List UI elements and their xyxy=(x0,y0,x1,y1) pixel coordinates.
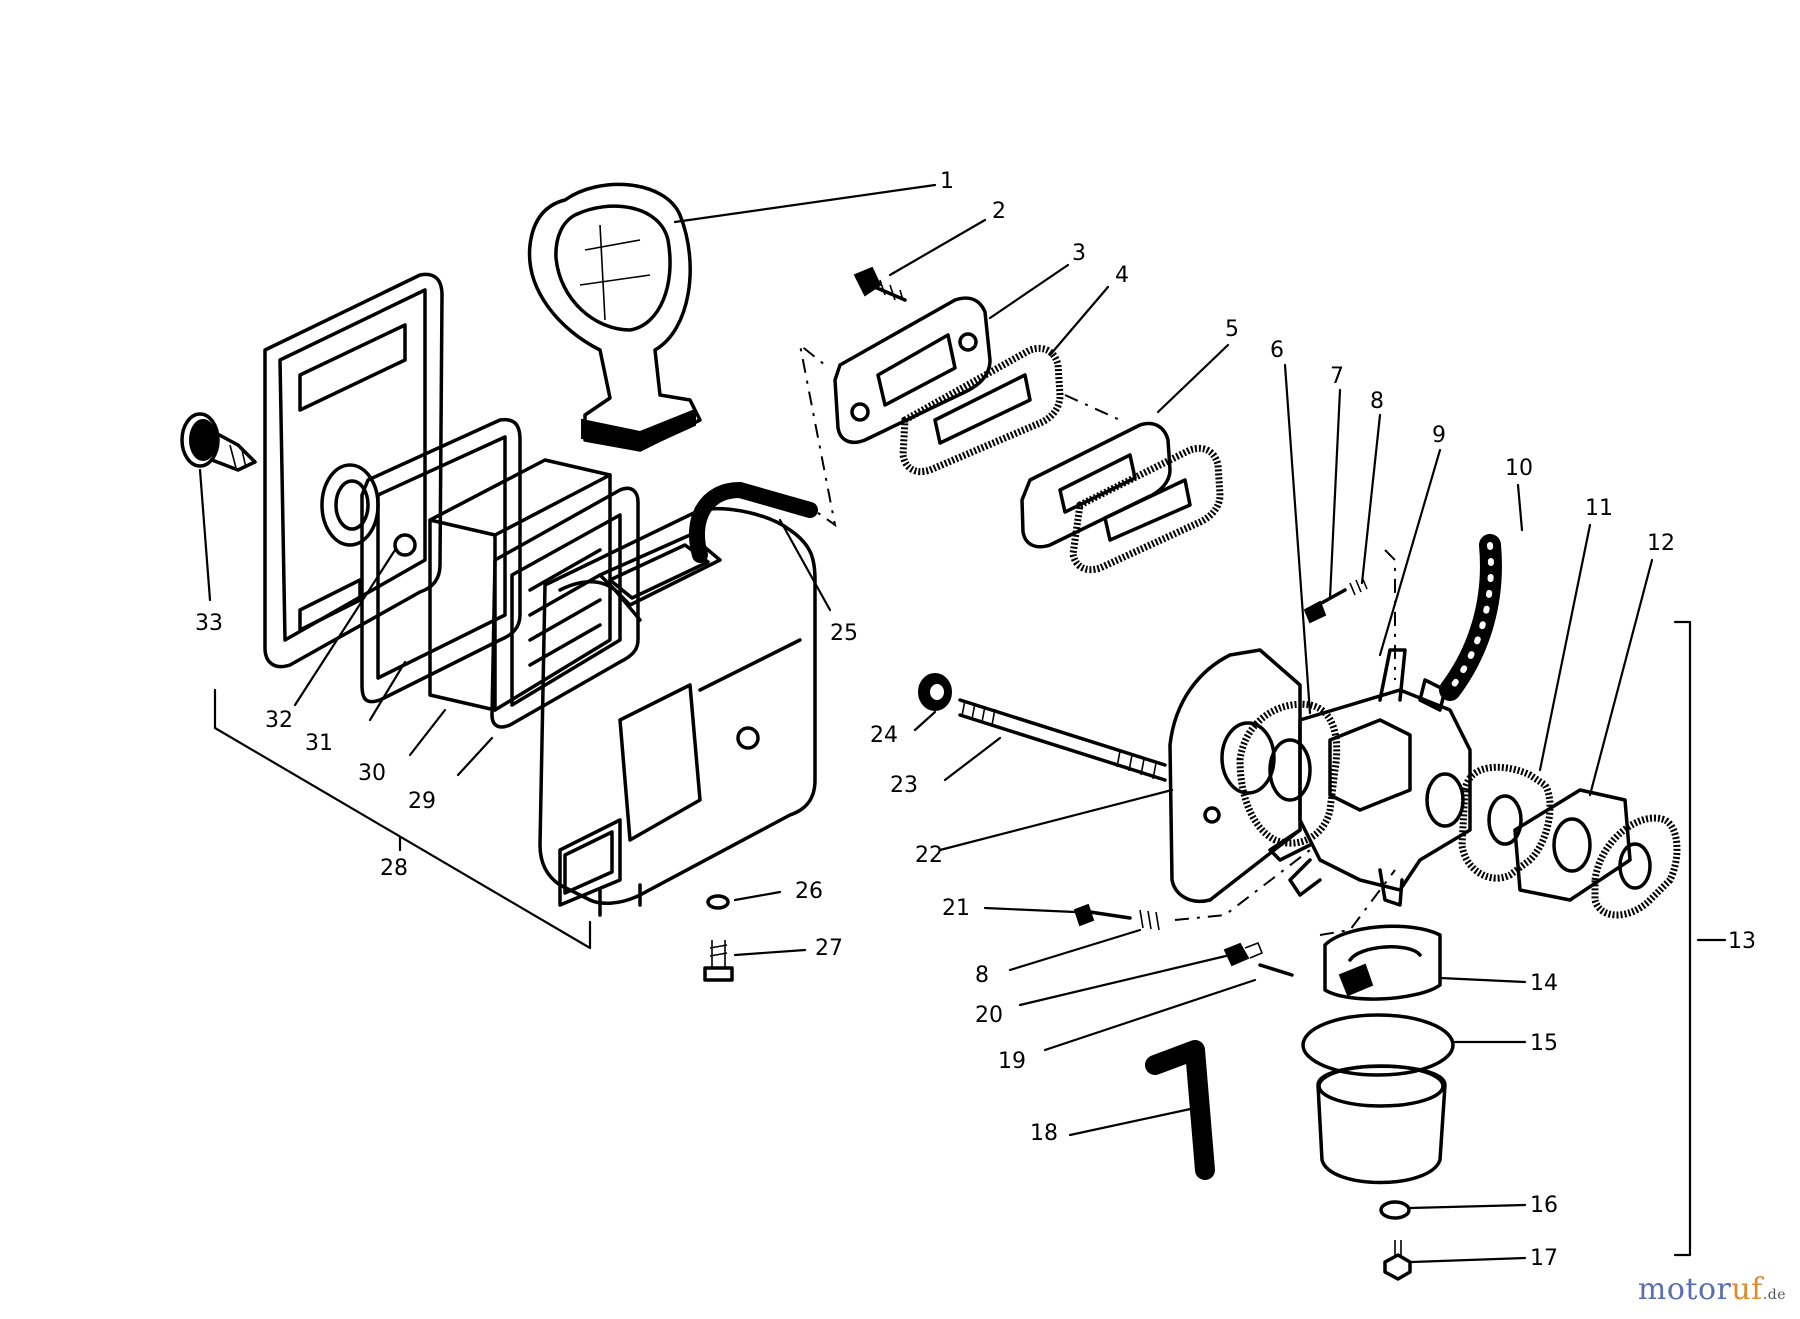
watermark-brand-b: uf xyxy=(1731,1272,1763,1307)
watermark-brand-a: motor xyxy=(1637,1272,1732,1307)
label-part-15: 15 xyxy=(1530,1031,1558,1056)
idle-screw-part xyxy=(1303,576,1368,624)
label-part-1: 1 xyxy=(940,169,954,194)
label-part-33: 33 xyxy=(195,611,223,636)
alignment-line xyxy=(1064,394,1121,421)
label-part-27: 27 xyxy=(815,936,843,961)
washer-part xyxy=(1379,1200,1411,1220)
manifold-gasket-part xyxy=(1020,421,1224,574)
label-part-32: 32 xyxy=(265,708,293,733)
label-part-14: 14 xyxy=(1530,971,1558,996)
stud-part xyxy=(958,698,1167,782)
mounting-screw-part xyxy=(703,940,734,982)
intake-gasket-part xyxy=(899,344,1064,476)
carburetor-body-part xyxy=(1268,648,1472,907)
nut-part xyxy=(918,673,952,711)
label-part-6: 6 xyxy=(1270,338,1284,363)
label-part-13: 13 xyxy=(1728,929,1756,954)
label-part-5: 5 xyxy=(1225,317,1239,342)
label-part-9: 9 xyxy=(1432,423,1446,448)
label-part-3: 3 xyxy=(1072,241,1086,266)
mixture-screw-part xyxy=(1073,849,1311,931)
jet-part xyxy=(1223,941,1264,967)
label-part-30: 30 xyxy=(358,761,386,786)
label-part-8-lower: 8 xyxy=(975,963,989,988)
label-part-4: 4 xyxy=(1115,263,1129,288)
intake-horn-part xyxy=(527,182,702,452)
label-part-20: 20 xyxy=(975,1003,1003,1028)
float-bowl-part xyxy=(1316,1064,1447,1185)
alignment-line xyxy=(1384,549,1396,680)
drain-hose-part xyxy=(1145,1040,1215,1180)
label-part-25: 25 xyxy=(830,621,858,646)
label-part-8: 8 xyxy=(1370,389,1384,414)
air-filter-back-plate-part xyxy=(263,272,444,669)
bolt-part xyxy=(853,266,907,302)
label-part-7: 7 xyxy=(1330,364,1344,389)
bowl-gasket-part xyxy=(1301,1013,1455,1077)
air-box-housing-part xyxy=(538,506,817,917)
part-number-labels: 1 2 3 4 5 6 7 8 9 10 11 12 13 14 15 16 1… xyxy=(195,169,1756,1271)
label-part-2: 2 xyxy=(992,199,1006,224)
label-part-22: 22 xyxy=(915,843,943,868)
label-part-11: 11 xyxy=(1585,496,1613,521)
filter-screen-part xyxy=(490,486,640,729)
bowl-nut-part xyxy=(1383,1240,1412,1281)
lock-washer-part xyxy=(706,894,730,910)
label-part-18: 18 xyxy=(1030,1121,1058,1146)
carb-gasket-part xyxy=(1236,700,1341,847)
label-part-28: 28 xyxy=(380,856,408,881)
breather-hose-part xyxy=(688,342,837,563)
label-part-23: 23 xyxy=(890,773,918,798)
fuel-line-part xyxy=(1439,534,1502,701)
spacer-plate-part xyxy=(833,296,992,445)
leader-lines xyxy=(198,183,1727,1264)
alignment-line xyxy=(1319,869,1396,936)
label-part-24: 24 xyxy=(870,723,898,748)
label-part-16: 16 xyxy=(1530,1193,1558,1218)
label-part-19: 19 xyxy=(998,1049,1026,1074)
watermark-suffix: .de xyxy=(1762,1287,1786,1303)
carb-outlet-gasket-part xyxy=(1458,763,1554,882)
insulator-plate-part xyxy=(1168,648,1302,903)
float-part xyxy=(1323,924,1442,1001)
label-part-29: 29 xyxy=(408,789,436,814)
adapter-spacer-part xyxy=(1513,788,1681,919)
float-pin-part xyxy=(1258,963,1294,977)
thumb-knob-part xyxy=(180,412,257,472)
label-part-10: 10 xyxy=(1505,456,1533,481)
label-part-17: 17 xyxy=(1530,1246,1558,1271)
label-part-21: 21 xyxy=(942,896,970,921)
watermark-logo: motoruf.de xyxy=(1638,1272,1786,1307)
label-part-31: 31 xyxy=(305,731,333,756)
label-part-12: 12 xyxy=(1647,531,1675,556)
label-part-26: 26 xyxy=(795,879,823,904)
